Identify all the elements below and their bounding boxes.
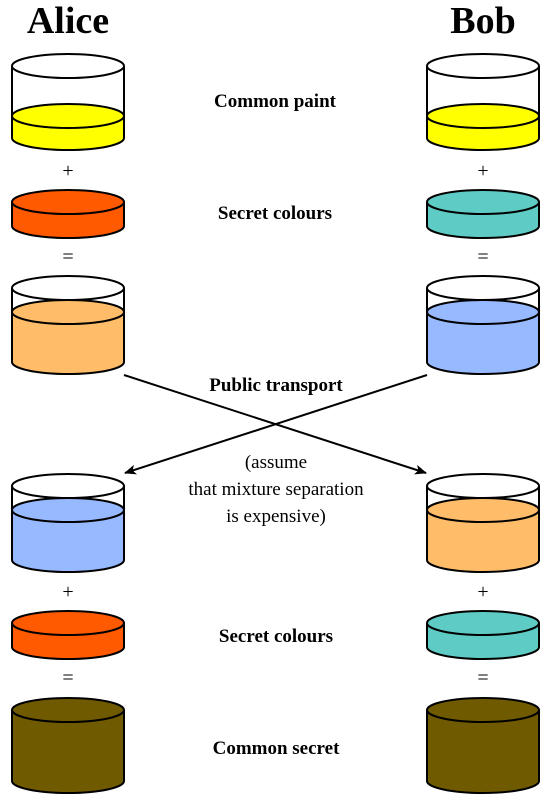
alice-equals-sign: =: [62, 246, 73, 268]
alice-mixture-pot: [11, 275, 125, 375]
bob-common-paint-pot: [426, 53, 540, 151]
common-paint-label: Common paint: [214, 91, 337, 112]
bob-mixture-pot: [426, 275, 540, 375]
common-secret-label: Common secret: [213, 738, 340, 759]
alice-received-mixture-pot: [11, 473, 125, 573]
alice-secret-colour-disc: [11, 189, 125, 239]
note-line-1: (assume: [245, 452, 307, 473]
public-transport-label: Public transport: [209, 375, 343, 396]
alice-secret-colour-disc-bottom: [11, 610, 125, 660]
alice-common-secret-pot: [11, 697, 125, 794]
bob-secret-colour-disc-bottom: [426, 610, 540, 660]
bob-equals-sign-bottom: =: [477, 667, 488, 689]
alice-common-paint-pot: [11, 53, 125, 151]
note-line-3: is expensive): [226, 506, 326, 527]
secret-colours-label-bottom: Secret colours: [219, 626, 333, 647]
alice-equals-sign-bottom: =: [62, 667, 73, 689]
bob-common-secret-pot: [426, 697, 540, 794]
alice-title: Alice: [27, 0, 109, 42]
note-line-2: that mixture separation: [188, 479, 364, 500]
secret-colours-label-top: Secret colours: [218, 203, 332, 224]
bob-secret-colour-disc: [426, 189, 540, 239]
bob-equals-sign: =: [477, 246, 488, 268]
bob-plus-sign: +: [477, 160, 488, 182]
bob-received-mixture-pot: [426, 473, 540, 573]
bob-to-alice-arrow: [124, 374, 428, 475]
bob-plus-sign-bottom: +: [477, 581, 488, 603]
bob-title: Bob: [450, 0, 515, 42]
alice-plus-sign-bottom: +: [62, 581, 73, 603]
alice-plus-sign: +: [62, 160, 73, 182]
